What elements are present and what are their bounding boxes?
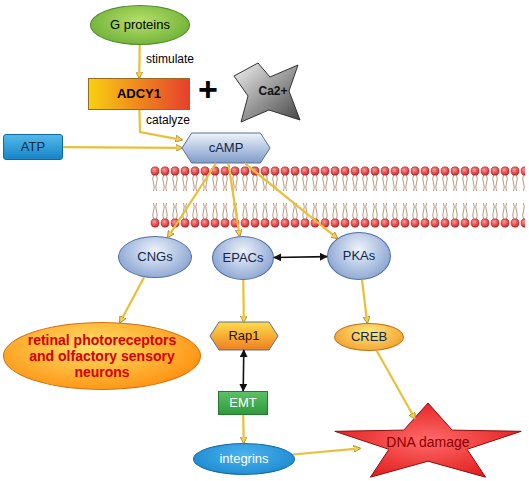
node-text: CREB: [351, 330, 387, 345]
gtpase-hexagon: Rap1: [210, 322, 278, 350]
node-text: integrins: [219, 452, 268, 467]
node-text: retinal photoreceptors and olfactory sen…: [18, 332, 186, 380]
kinase-ellipse: PKAs: [327, 232, 391, 280]
ion-shape: Ca2+: [228, 60, 302, 124]
signal-arrow: [63, 146, 182, 149]
channel-ellipse: CNGs: [118, 236, 192, 278]
signal-arrow: [120, 277, 144, 323]
protein-ellipse: G proteins: [90, 5, 190, 45]
node-text: Rap1: [228, 329, 259, 344]
node-text: Ca2+: [258, 85, 287, 99]
signal-arrow: [362, 280, 367, 323]
molecule-hexagon-path: [182, 133, 270, 163]
signal-arrow: [228, 163, 239, 236]
signal-arrow: [242, 415, 245, 443]
outcome-star-path: [335, 403, 521, 477]
ion-shape-path: [234, 63, 300, 122]
signal-arrow: [242, 280, 245, 322]
gtpase-hexagon-path: [210, 322, 278, 350]
process-box: EMT: [218, 391, 268, 415]
node-text: EMT: [229, 396, 256, 411]
receptor-ellipse: integrins: [193, 443, 295, 475]
operator-sign: +: [198, 70, 218, 109]
node-text: CNGs: [137, 250, 172, 265]
signal-arrow: [245, 163, 338, 238]
node-text: EPACs: [223, 251, 264, 266]
outcome-star: DNA damage: [330, 403, 526, 481]
interaction-arrow: [274, 256, 327, 258]
node-text: ADCY1: [117, 87, 161, 102]
enzyme-box: ADCY1: [88, 78, 190, 110]
node-text: ATP: [21, 140, 45, 155]
factor-ellipse: CREB: [334, 323, 404, 351]
edge-label: stimulate: [146, 52, 194, 66]
effector-ellipse: EPACs: [212, 236, 274, 280]
cell-type-ellipse: retinal photoreceptors and olfactory sen…: [3, 322, 201, 390]
signal-arrow: [168, 163, 216, 237]
edge-label: catalyze: [146, 113, 190, 127]
molecule-box: ATP: [3, 134, 63, 160]
node-text: cAMP: [209, 141, 244, 156]
interaction-arrow: [242, 350, 244, 391]
signal-arrow: [377, 351, 415, 419]
signal-arrow: [293, 448, 360, 454]
molecule-hexagon: cAMP: [182, 133, 270, 163]
node-text: DNA damage: [386, 434, 469, 450]
node-text: G proteins: [110, 18, 170, 33]
node-text: PKAs: [343, 249, 376, 264]
signal-arrow: [138, 45, 141, 78]
